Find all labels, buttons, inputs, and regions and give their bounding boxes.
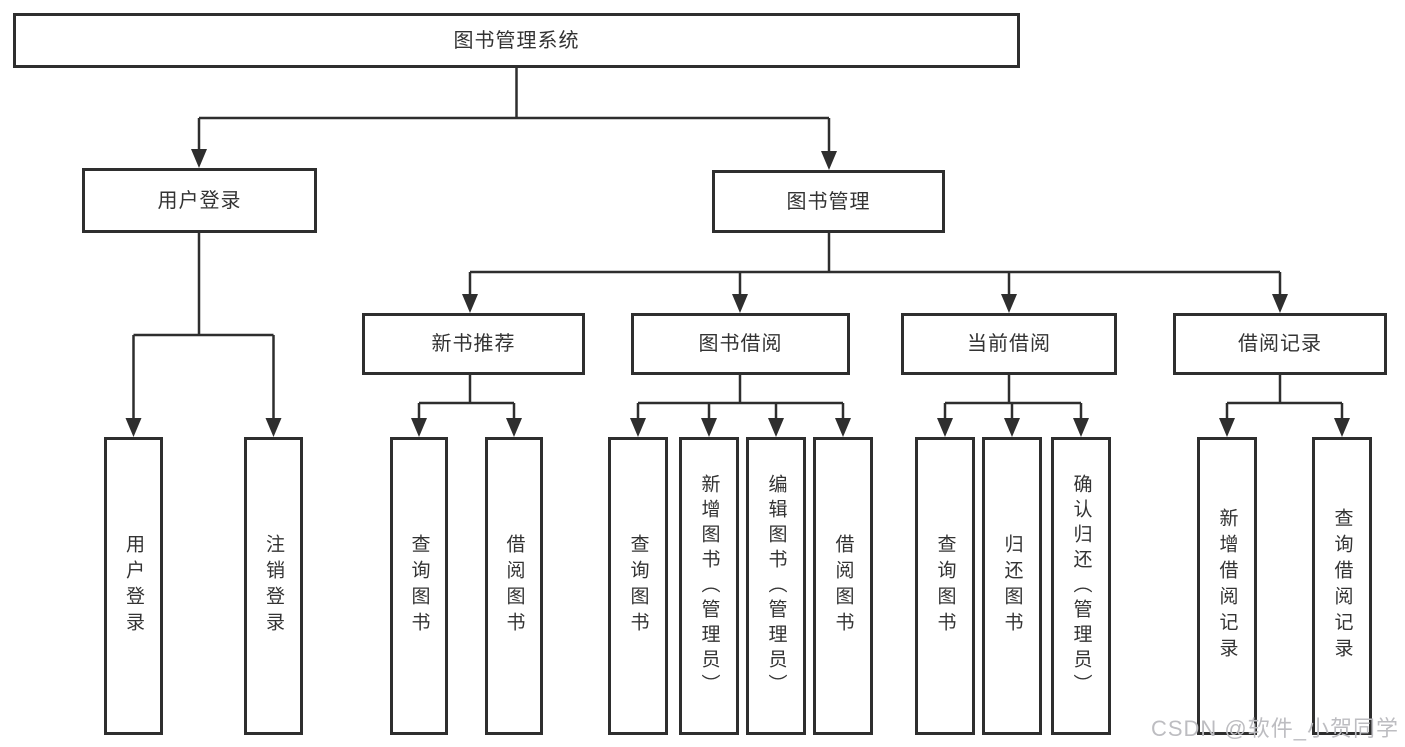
csdn-watermark: CSDN @软件_小贺同学 xyxy=(1150,716,1399,741)
leaf-query-books-borrow: 查询图书 xyxy=(608,437,668,735)
leaf-add-borrow-record: 新增借阅记录 xyxy=(1197,437,1257,735)
node-borrow-records: 借阅记录 xyxy=(1173,313,1387,375)
node-new-book-recommend: 新书推荐 xyxy=(362,313,585,375)
leaf-return-book: 归还图书 xyxy=(982,437,1042,735)
leaf-user-login: 用户登录 xyxy=(104,437,163,735)
leaf-borrow-books-borrow: 借阅图书 xyxy=(813,437,873,735)
leaf-confirm-return-admin: 确认归还（管理员） xyxy=(1051,437,1111,735)
leaf-add-book-admin: 新增图书（管理员） xyxy=(679,437,739,735)
node-current-borrow: 当前借阅 xyxy=(901,313,1117,375)
node-root-library-system: 图书管理系统 xyxy=(13,13,1020,68)
node-book-management: 图书管理 xyxy=(712,170,945,233)
leaf-logout: 注销登录 xyxy=(244,437,303,735)
leaf-edit-book-admin: 编辑图书（管理员） xyxy=(746,437,806,735)
leaf-query-books-recommend: 查询图书 xyxy=(390,437,448,735)
leaf-query-borrow-record: 查询借阅记录 xyxy=(1312,437,1372,735)
leaf-query-books-current: 查询图书 xyxy=(915,437,975,735)
node-user-login: 用户登录 xyxy=(82,168,317,233)
leaf-borrow-books-recommend: 借阅图书 xyxy=(485,437,543,735)
node-book-borrow: 图书借阅 xyxy=(631,313,850,375)
